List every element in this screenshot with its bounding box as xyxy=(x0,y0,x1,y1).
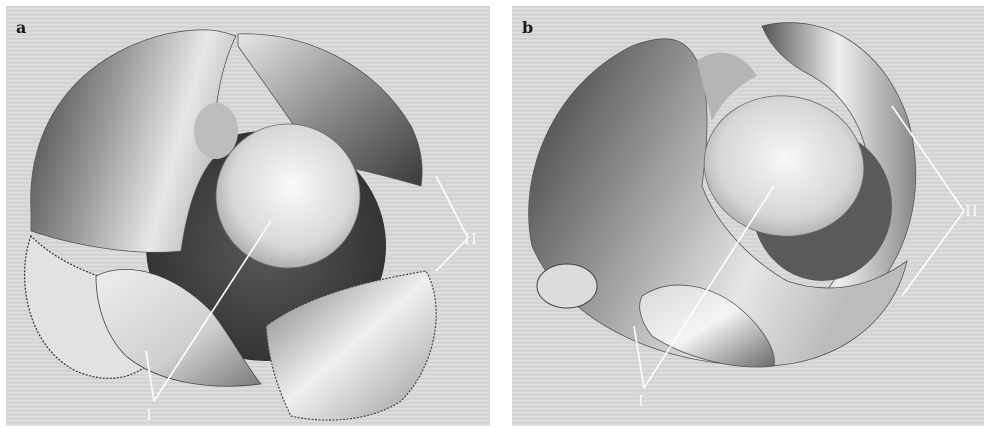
panel-b: b I II xyxy=(512,6,984,426)
panel-a: a I II xyxy=(6,6,490,426)
callout-label-I: I xyxy=(638,392,645,410)
callout-label-II: II xyxy=(464,230,478,248)
callout-label-II: II xyxy=(965,202,979,220)
callout-label-I: I xyxy=(146,406,153,424)
left-notch xyxy=(537,264,597,308)
panel-a-render xyxy=(6,6,490,426)
panel-b-render xyxy=(512,6,984,426)
panel-label-a: a xyxy=(16,18,26,37)
panel-label-b: b xyxy=(522,18,533,37)
rear-bulge xyxy=(194,103,238,159)
